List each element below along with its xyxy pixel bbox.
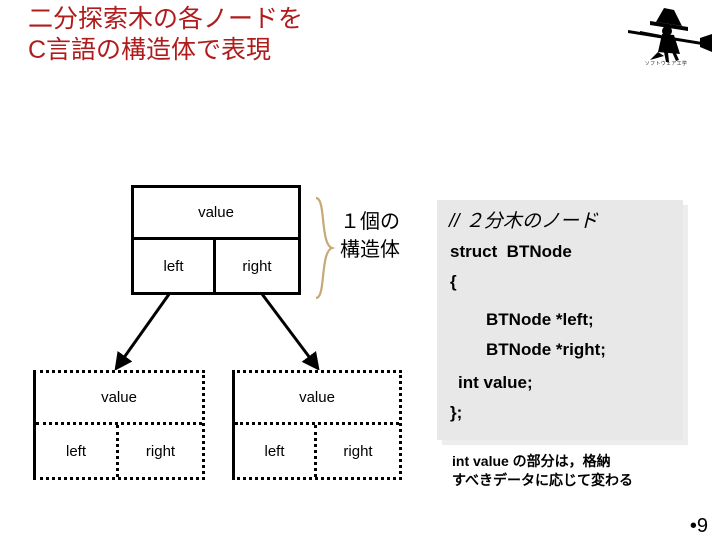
code-member-left: BTNode *left; bbox=[486, 310, 594, 329]
code-brace-open: { bbox=[450, 272, 457, 291]
code-member-value: int value; bbox=[458, 373, 533, 392]
parent-node-left-cell: left bbox=[134, 240, 216, 292]
left-child-value-row: value bbox=[36, 373, 202, 425]
left-child-node: value left right bbox=[33, 370, 205, 480]
parent-node-right-cell: right bbox=[242, 257, 272, 275]
left-child-left-cell: left bbox=[36, 425, 119, 477]
code-member-right: BTNode *right; bbox=[486, 340, 606, 359]
page-number: •9 bbox=[689, 515, 708, 537]
right-child-value-row: value bbox=[235, 373, 399, 425]
right-child-right-cell: right bbox=[343, 442, 373, 460]
code-caption: int value の部分は，格納 すべきデータに応じて変わる bbox=[452, 453, 634, 488]
left-child-value-cell: value bbox=[101, 389, 137, 406]
code-comment-line: // ２分木のノード bbox=[449, 211, 598, 232]
parent-node-pointer-row: left right bbox=[134, 240, 298, 292]
right-child-pointer-row: left right bbox=[235, 425, 399, 477]
code-brace-close: }; bbox=[450, 403, 463, 422]
parent-node-value-row: value bbox=[134, 188, 298, 240]
left-child-right-cell: right bbox=[145, 442, 176, 460]
curly-brace-icon bbox=[315, 196, 336, 300]
code-panel: // ２分木のノード struct BTNode { BTNode *left;… bbox=[437, 200, 683, 440]
arrow-parent-right-to-child bbox=[257, 289, 320, 371]
parent-node: value left right bbox=[131, 185, 301, 295]
right-child-value-cell: value bbox=[299, 389, 335, 406]
right-child-node: value left right bbox=[232, 370, 402, 480]
struct-count-label: １個の 構造体 bbox=[340, 211, 400, 261]
witch-on-broom-icon bbox=[628, 8, 712, 62]
logo: ソフトウェア工学 bbox=[620, 4, 712, 82]
page-title: 二分探索木の各ノードを C言語の構造体で表現 bbox=[28, 5, 304, 64]
logo-caption: ソフトウェア工学 bbox=[644, 62, 688, 67]
arrow-parent-left-to-child bbox=[114, 289, 174, 371]
left-child-pointer-row: left right bbox=[36, 425, 202, 477]
parent-node-value-cell: value bbox=[198, 204, 234, 221]
code-struct-declaration: struct BTNode bbox=[450, 242, 572, 261]
right-child-left-cell: left bbox=[235, 425, 317, 477]
